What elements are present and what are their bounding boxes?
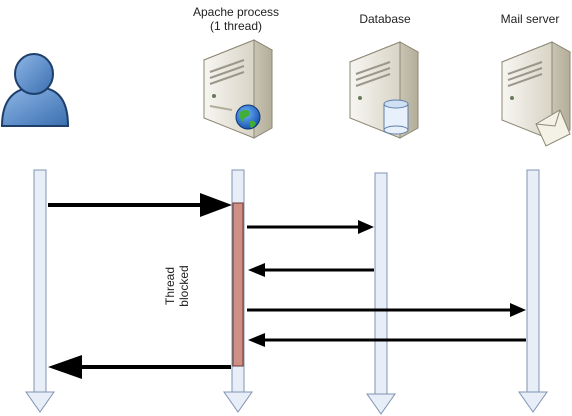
mail-server-label: Mail server <box>500 12 560 26</box>
db-response-arrow <box>248 263 374 277</box>
thread-blocked-line1: Thread <box>163 266 177 306</box>
thread-blocked-bar <box>232 202 244 367</box>
database-label: Database <box>359 12 411 26</box>
mail-server-icon <box>500 41 572 147</box>
mail-response-arrow <box>248 333 526 347</box>
apache-label-line2: (1 thread) <box>209 19 263 33</box>
user-icon <box>0 53 70 127</box>
lifeline-database <box>366 172 396 415</box>
response-arrow <box>48 355 231 379</box>
thread-blocked-label: Thread blocked <box>163 254 191 318</box>
database-server-icon <box>348 41 420 139</box>
thread-blocked-line2: blocked <box>177 265 191 307</box>
mail-send-arrow <box>247 303 526 317</box>
apache-label: Apache process (1 thread) <box>176 5 296 33</box>
apache-label-line1: Apache process <box>192 5 280 19</box>
lifeline-mail <box>518 169 548 413</box>
lifeline-user <box>25 169 55 413</box>
web-server-icon <box>202 39 274 139</box>
db-query-arrow <box>247 220 374 234</box>
request-arrow <box>48 193 232 217</box>
